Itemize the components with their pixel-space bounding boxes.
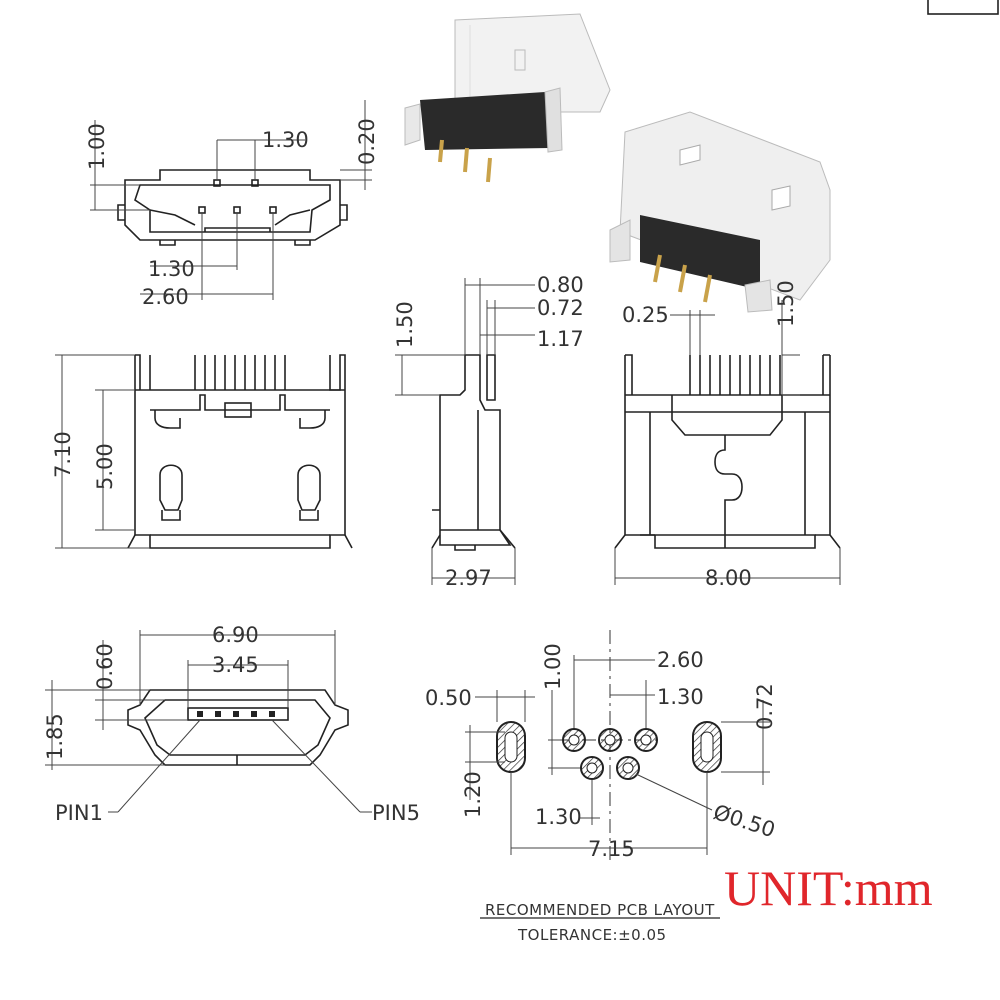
side-dim-top: 1.50 bbox=[393, 301, 417, 348]
side-view: 0.80 0.72 1.17 1.50 2.97 bbox=[393, 273, 584, 590]
top-dim-span: 2.60 bbox=[142, 285, 189, 309]
product-photo-rear bbox=[404, 13, 611, 183]
label-pin1: PIN1 bbox=[55, 801, 103, 825]
opening-dim-top: 0.60 bbox=[93, 643, 117, 690]
pcb-dim-pitch-bottom: 1.30 bbox=[535, 805, 582, 829]
side-dim-offset: 1.17 bbox=[537, 327, 584, 351]
side-dim-pin-w: 0.72 bbox=[537, 296, 584, 320]
top-dim-pitch-top: 1.30 bbox=[262, 128, 309, 152]
rear-dim-top: 1.50 bbox=[774, 280, 798, 327]
top-dim-height: 1.00 bbox=[85, 123, 109, 170]
top-dim-pitch-bottom: 1.30 bbox=[148, 257, 195, 281]
rear-dim-width: 8.00 bbox=[705, 566, 752, 590]
rear-dim-pin-w: 0.25 bbox=[622, 303, 669, 327]
pcb-dim-slot-h: 1.20 bbox=[461, 771, 485, 818]
opening-dim-inner: 3.45 bbox=[212, 653, 259, 677]
top-view: 1.30 1.00 0.20 1.30 2.60 bbox=[85, 100, 379, 309]
pcb-dim-total: 7.15 bbox=[588, 837, 635, 861]
unit-label: UNIT:mm bbox=[724, 860, 933, 916]
pcb-dim-slot-w: 0.50 bbox=[425, 686, 472, 710]
label-pin5: PIN5 bbox=[372, 801, 420, 825]
pcb-dim-slot-offset: 0.72 bbox=[753, 683, 777, 730]
front-view: 7.10 5.00 bbox=[51, 354, 353, 549]
title-block-corner bbox=[927, 0, 999, 15]
opening-view: 6.90 3.45 1.85 0.60 PIN1 PIN5 bbox=[43, 623, 420, 825]
side-dim-depth: 2.97 bbox=[445, 566, 492, 590]
top-dim-offset: 0.20 bbox=[355, 118, 379, 165]
pcb-dim-pitch-span: 2.60 bbox=[657, 648, 704, 672]
pcb-dim-pitch: 1.30 bbox=[657, 685, 704, 709]
front-dim-total-height: 7.10 bbox=[51, 431, 75, 478]
opening-dim-height: 1.85 bbox=[43, 713, 67, 760]
front-dim-body-height: 5.00 bbox=[93, 443, 117, 490]
opening-dim-width: 6.90 bbox=[212, 623, 259, 647]
rear-view: 0.25 1.50 8.00 bbox=[614, 280, 841, 590]
side-dim-thickness: 0.80 bbox=[537, 273, 584, 297]
product-photo-front bbox=[609, 111, 831, 313]
pcb-dim-hole-dia: Ø0.50 bbox=[710, 800, 778, 842]
pcb-tolerance: TOLERANCE:±0.05 bbox=[517, 926, 667, 944]
pcb-dim-row-gap: 1.00 bbox=[541, 643, 565, 690]
pcb-layout-title: RECOMMENDED PCB LAYOUT bbox=[485, 901, 715, 919]
